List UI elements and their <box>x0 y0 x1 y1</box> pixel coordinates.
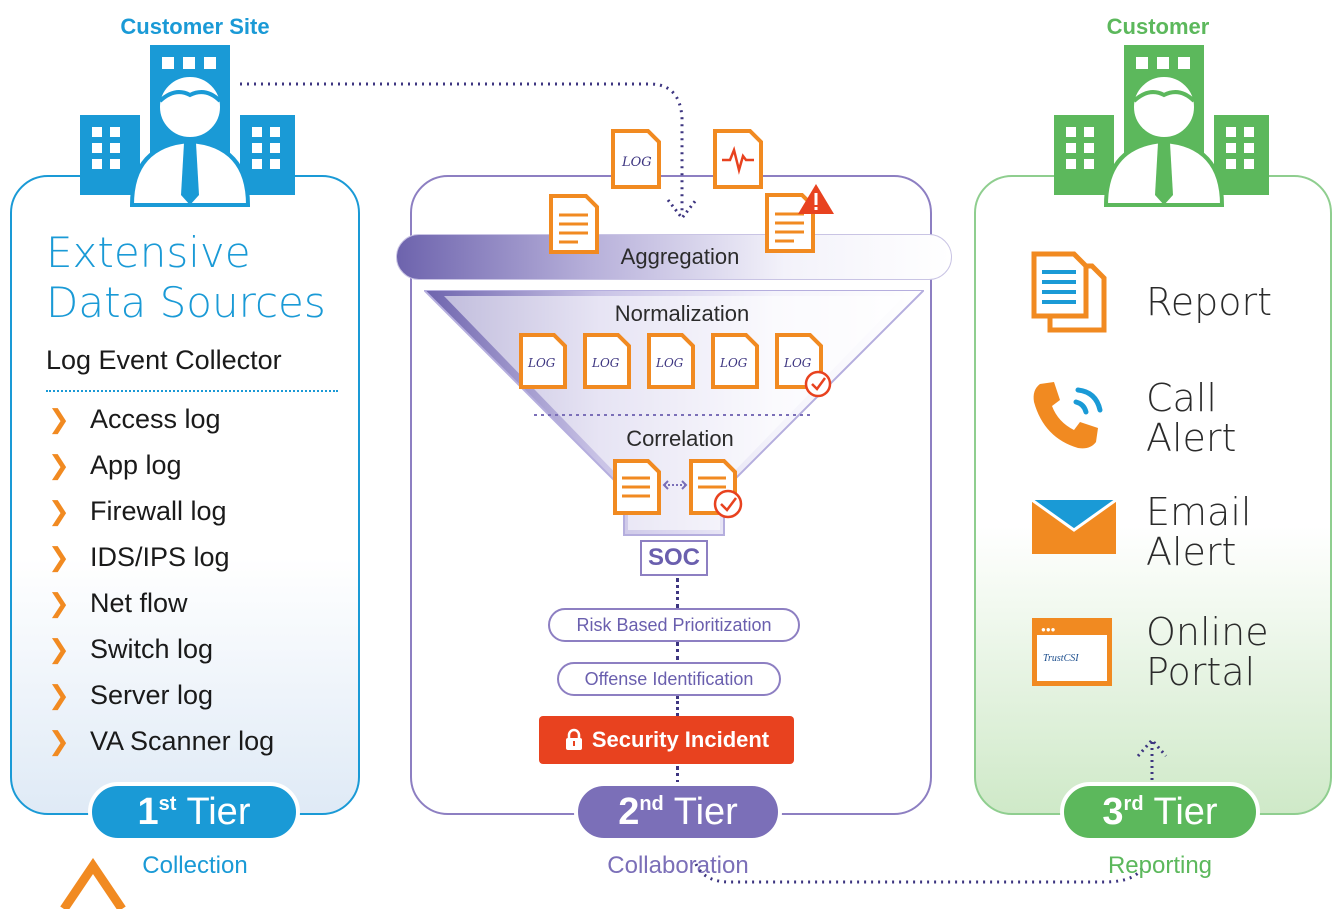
building-person-icon <box>1054 45 1269 207</box>
log-document-check-icon: LOG <box>775 333 832 398</box>
tier3-subtitle: Reporting <box>1107 852 1213 879</box>
email-icon <box>1032 500 1116 554</box>
svg-text:LOG: LOG <box>783 356 812 370</box>
tier1-subtitle: Collection <box>142 852 248 879</box>
source-item: ❯IDS/IPS log <box>48 542 230 572</box>
tier1-title-line2: Data Sources <box>46 278 326 327</box>
arrow-up-icon <box>1136 737 1168 780</box>
flow-dots-vertical <box>676 642 679 660</box>
offense-identification-pill: Offense Identification <box>557 662 781 696</box>
chevron-right-icon: ❯ <box>48 726 70 756</box>
flow-dots-vertical <box>676 578 679 608</box>
svg-text:LOG: LOG <box>719 356 748 370</box>
flow-connector-bottom <box>694 863 1146 884</box>
lock-icon <box>565 728 582 750</box>
flow-dots-vertical <box>676 696 679 716</box>
log-document-icon: LOG <box>611 129 661 189</box>
chevron-right-icon: ❯ <box>48 542 70 572</box>
collector-divider <box>46 390 338 392</box>
tier3-heading: Customer <box>1106 14 1210 39</box>
log-document-icon: LOG <box>647 333 695 389</box>
chevron-right-icon: ❯ <box>48 588 70 618</box>
funnel-shape <box>424 290 924 536</box>
flow-connector-top <box>240 82 698 221</box>
source-item: ❯Access log <box>48 404 221 434</box>
warning-document-icon <box>765 184 834 253</box>
chevron-right-icon: ❯ <box>48 496 70 526</box>
tier1-heading: Customer Site <box>120 14 270 39</box>
flow-dots-vertical <box>676 766 679 784</box>
chevron-right-icon: ❯ <box>48 404 70 434</box>
output-portal-label: Online Portal <box>1146 610 1269 694</box>
correlation-label: Correlation <box>626 426 734 451</box>
risk-prioritization-pill: Risk Based Prioritization <box>548 608 800 642</box>
chevron-right-icon: ❯ <box>48 634 70 664</box>
source-item: ❯Net flow <box>48 588 188 618</box>
aggregation-bar <box>396 234 952 280</box>
tier1-panel <box>10 175 360 815</box>
tier1-title-line1: Extensive <box>46 228 251 277</box>
building-person-icon <box>80 45 295 207</box>
output-email-label: Email Alert <box>1146 490 1252 574</box>
phone-icon <box>1033 382 1103 449</box>
tier2-subtitle: Collaboration <box>607 852 749 879</box>
source-item: ❯Server log <box>48 680 214 710</box>
source-item: ❯Switch log <box>48 634 214 664</box>
waveform-document-icon <box>713 129 763 189</box>
document-check-icon <box>689 459 743 519</box>
source-item: ❯App log <box>48 450 182 480</box>
log-document-icon: LOG <box>711 333 759 389</box>
svg-text:LOG: LOG <box>527 356 556 370</box>
chevron-right-icon: ❯ <box>48 450 70 480</box>
arrow-up-icon <box>60 858 126 909</box>
source-item: ❯VA Scanner log <box>48 726 275 756</box>
output-call-label: Call Alert <box>1146 376 1237 460</box>
soc-box: SOC <box>640 540 708 576</box>
collector-title: Log Event Collector <box>46 345 282 375</box>
normalization-label: Normalization <box>614 301 750 326</box>
svg-text:LOG: LOG <box>591 356 620 370</box>
link-arrows-icon <box>662 480 688 490</box>
report-icon <box>1031 251 1107 333</box>
source-item: ❯Firewall log <box>48 496 227 526</box>
security-incident-box: Security Incident <box>539 716 794 764</box>
text-document-icon <box>549 194 599 254</box>
chevron-right-icon: ❯ <box>48 680 70 710</box>
text-document-icon <box>613 459 661 515</box>
portal-logo: TrustCSI <box>1043 653 1079 664</box>
aggregation-label: Aggregation <box>620 244 740 269</box>
output-report-label: Report <box>1146 280 1272 324</box>
log-document-icon: LOG <box>583 333 631 389</box>
portal-icon: ●●● TrustCSI <box>1032 618 1112 686</box>
svg-text:LOG: LOG <box>621 155 652 170</box>
log-document-icon: LOG <box>519 333 567 389</box>
svg-text:LOG: LOG <box>655 356 684 370</box>
